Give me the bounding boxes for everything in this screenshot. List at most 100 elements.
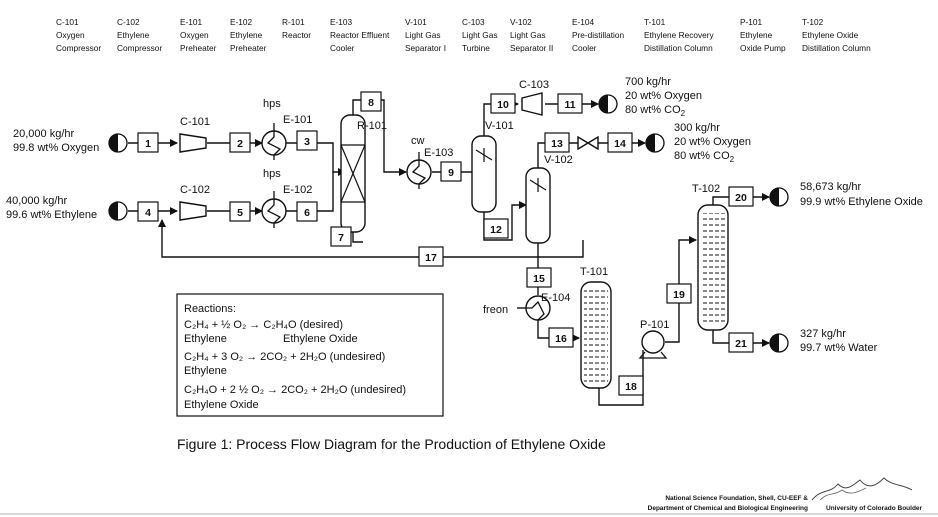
legend-line: Oxide Pump: [740, 43, 786, 53]
product-14-co2: 80 wt% CO2: [674, 150, 735, 164]
label-e101: E-101: [283, 114, 312, 126]
legend-line: Ethylene: [230, 30, 263, 40]
label-c103: C-103: [519, 79, 549, 91]
stream-20: 20: [735, 192, 747, 204]
exchanger-e101-icon: [261, 123, 287, 160]
stream-7: 7: [338, 232, 344, 244]
product-21-composition: 99.7 wt% Water: [800, 342, 878, 354]
exchanger-e104-icon: [525, 295, 551, 321]
stream-14: 14: [614, 138, 626, 150]
legend-line: Light Gas: [462, 30, 498, 40]
product-21-icon: [769, 333, 789, 353]
legend-line: Cooler: [572, 43, 597, 53]
legend-line: Oxygen: [56, 30, 85, 40]
subscript: 2: [681, 109, 686, 118]
legend-line: Distillation Column: [802, 43, 871, 53]
label-r101: R-101: [357, 120, 387, 132]
feed-oxygen-icon: [108, 133, 128, 153]
label-p101: P-101: [640, 319, 669, 331]
reaction-1: C₂H₄ + ½ O₂ → C₂H₄O (desired): [184, 319, 343, 331]
label-e103: E-103: [424, 147, 453, 159]
stream-9: 9: [448, 167, 454, 179]
label-hps-1: hps: [263, 98, 281, 110]
credits: National Science Foundation, Shell, CU-E…: [0, 477, 938, 515]
equipment-legend: C-101 Oxygen Compressor C-102 Ethylene C…: [56, 17, 871, 53]
legend-line: Separator I: [405, 43, 446, 53]
legend-line: Ethylene Oxide: [802, 30, 859, 40]
stream-10: 10: [497, 99, 509, 111]
reaction-1-note-ethylene: Ethylene: [184, 333, 227, 345]
legend-tag: T-102: [802, 17, 824, 27]
legend-tag: V-101: [405, 17, 427, 27]
text-fragment: 80 wt% CO: [625, 104, 681, 116]
legend-line: Light Gas: [510, 30, 546, 40]
stream-18: 18: [625, 381, 637, 393]
label-freon: freon: [483, 304, 508, 316]
turbine-c103-icon: [521, 92, 543, 116]
legend-line: Ethylene: [740, 30, 773, 40]
stream-6: 6: [304, 207, 310, 219]
legend-tag: E-102: [230, 17, 253, 27]
legend-tag: E-103: [330, 17, 353, 27]
exchanger-e103-icon: [406, 152, 432, 189]
credit-line-1: National Science Foundation, Shell, CU-E…: [665, 495, 808, 502]
credit-line-2: Department of Chemical and Biological En…: [648, 505, 808, 512]
stream-5: 5: [237, 207, 243, 219]
stream-16: 16: [555, 333, 567, 345]
reaction-3: C₂H₄O + 2 ½ O₂ → 2CO₂ + 2H₂O (undesired): [184, 384, 406, 396]
separator-v101-icon: [471, 135, 497, 213]
label-t102: T-102: [692, 183, 720, 195]
credit-line-3: University of Colorado Boulder: [826, 505, 923, 512]
product-14-icon: [645, 133, 665, 153]
label-cw: cw: [411, 135, 425, 147]
product-11-icon: [598, 94, 618, 114]
legend-line: Ethylene: [117, 30, 150, 40]
legend-line: Reactor Effluent: [330, 30, 390, 40]
stream-13: 13: [551, 138, 563, 150]
legend-tag: E-101: [180, 17, 203, 27]
legend-tag: E-104: [572, 17, 595, 27]
line-s8: [352, 99, 407, 176]
legend-tag: V-102: [510, 17, 532, 27]
label-e104: E-104: [541, 292, 570, 304]
line-s7: [352, 232, 363, 243]
stream-annotations: 20,000 kg/hr 99.8 wt% Oxygen 40,000 kg/h…: [6, 76, 923, 354]
reactions-box: Reactions: C₂H₄ + ½ O₂ → C₂H₄O (desired)…: [176, 293, 444, 417]
legend-line: Compressor: [117, 43, 162, 53]
mountain-detail-icon: [819, 487, 867, 501]
text-fragment: 80 wt% CO: [674, 150, 730, 162]
legend-line: Ethylene Recovery: [644, 30, 714, 40]
stream-2: 2: [237, 138, 243, 150]
legend-line: Oxygen: [180, 30, 209, 40]
legend-line: Reactor: [282, 30, 311, 40]
legend-line: Preheater: [180, 43, 217, 53]
legend-line: Compressor: [56, 43, 101, 53]
column-t101-icon: [580, 281, 612, 389]
line-s17: [158, 219, 584, 258]
legend-line: Preheater: [230, 43, 267, 53]
product-20-composition: 99.9 wt% Ethylene Oxide: [800, 196, 923, 208]
product-11-rate: 700 kg/hr: [625, 76, 671, 88]
stream-3: 3: [304, 136, 310, 148]
feed-oxygen-composition: 99.8 wt% Oxygen: [13, 142, 99, 154]
figure-caption: Figure 1: Process Flow Diagram for the P…: [177, 436, 606, 452]
stream-19: 19: [673, 289, 685, 301]
label-e102: E-102: [283, 184, 312, 196]
stream-8: 8: [368, 97, 374, 109]
compressor-c102-icon: [179, 201, 207, 221]
feed-ethylene-composition: 99.6 wt% Ethylene: [6, 209, 97, 221]
equipment: [179, 92, 729, 389]
label-c102: C-102: [180, 184, 210, 196]
legend-line: Turbine: [462, 43, 490, 53]
university-logo-mountains-icon: [811, 477, 913, 501]
label-t101: T-101: [580, 266, 608, 278]
stream-4: 4: [145, 207, 151, 219]
legend-line: Distillation Column: [644, 43, 713, 53]
product-14-oxygen: 20 wt% Oxygen: [674, 136, 751, 148]
legend-line: Light Gas: [405, 30, 441, 40]
reactor-r101-icon: [340, 114, 366, 233]
feed-ethylene-icon: [108, 201, 128, 221]
equipment-labels: C-101 C-102 E-101 E-102 R-101 E-103 V-10…: [180, 79, 720, 331]
label-hps-2: hps: [263, 168, 281, 180]
